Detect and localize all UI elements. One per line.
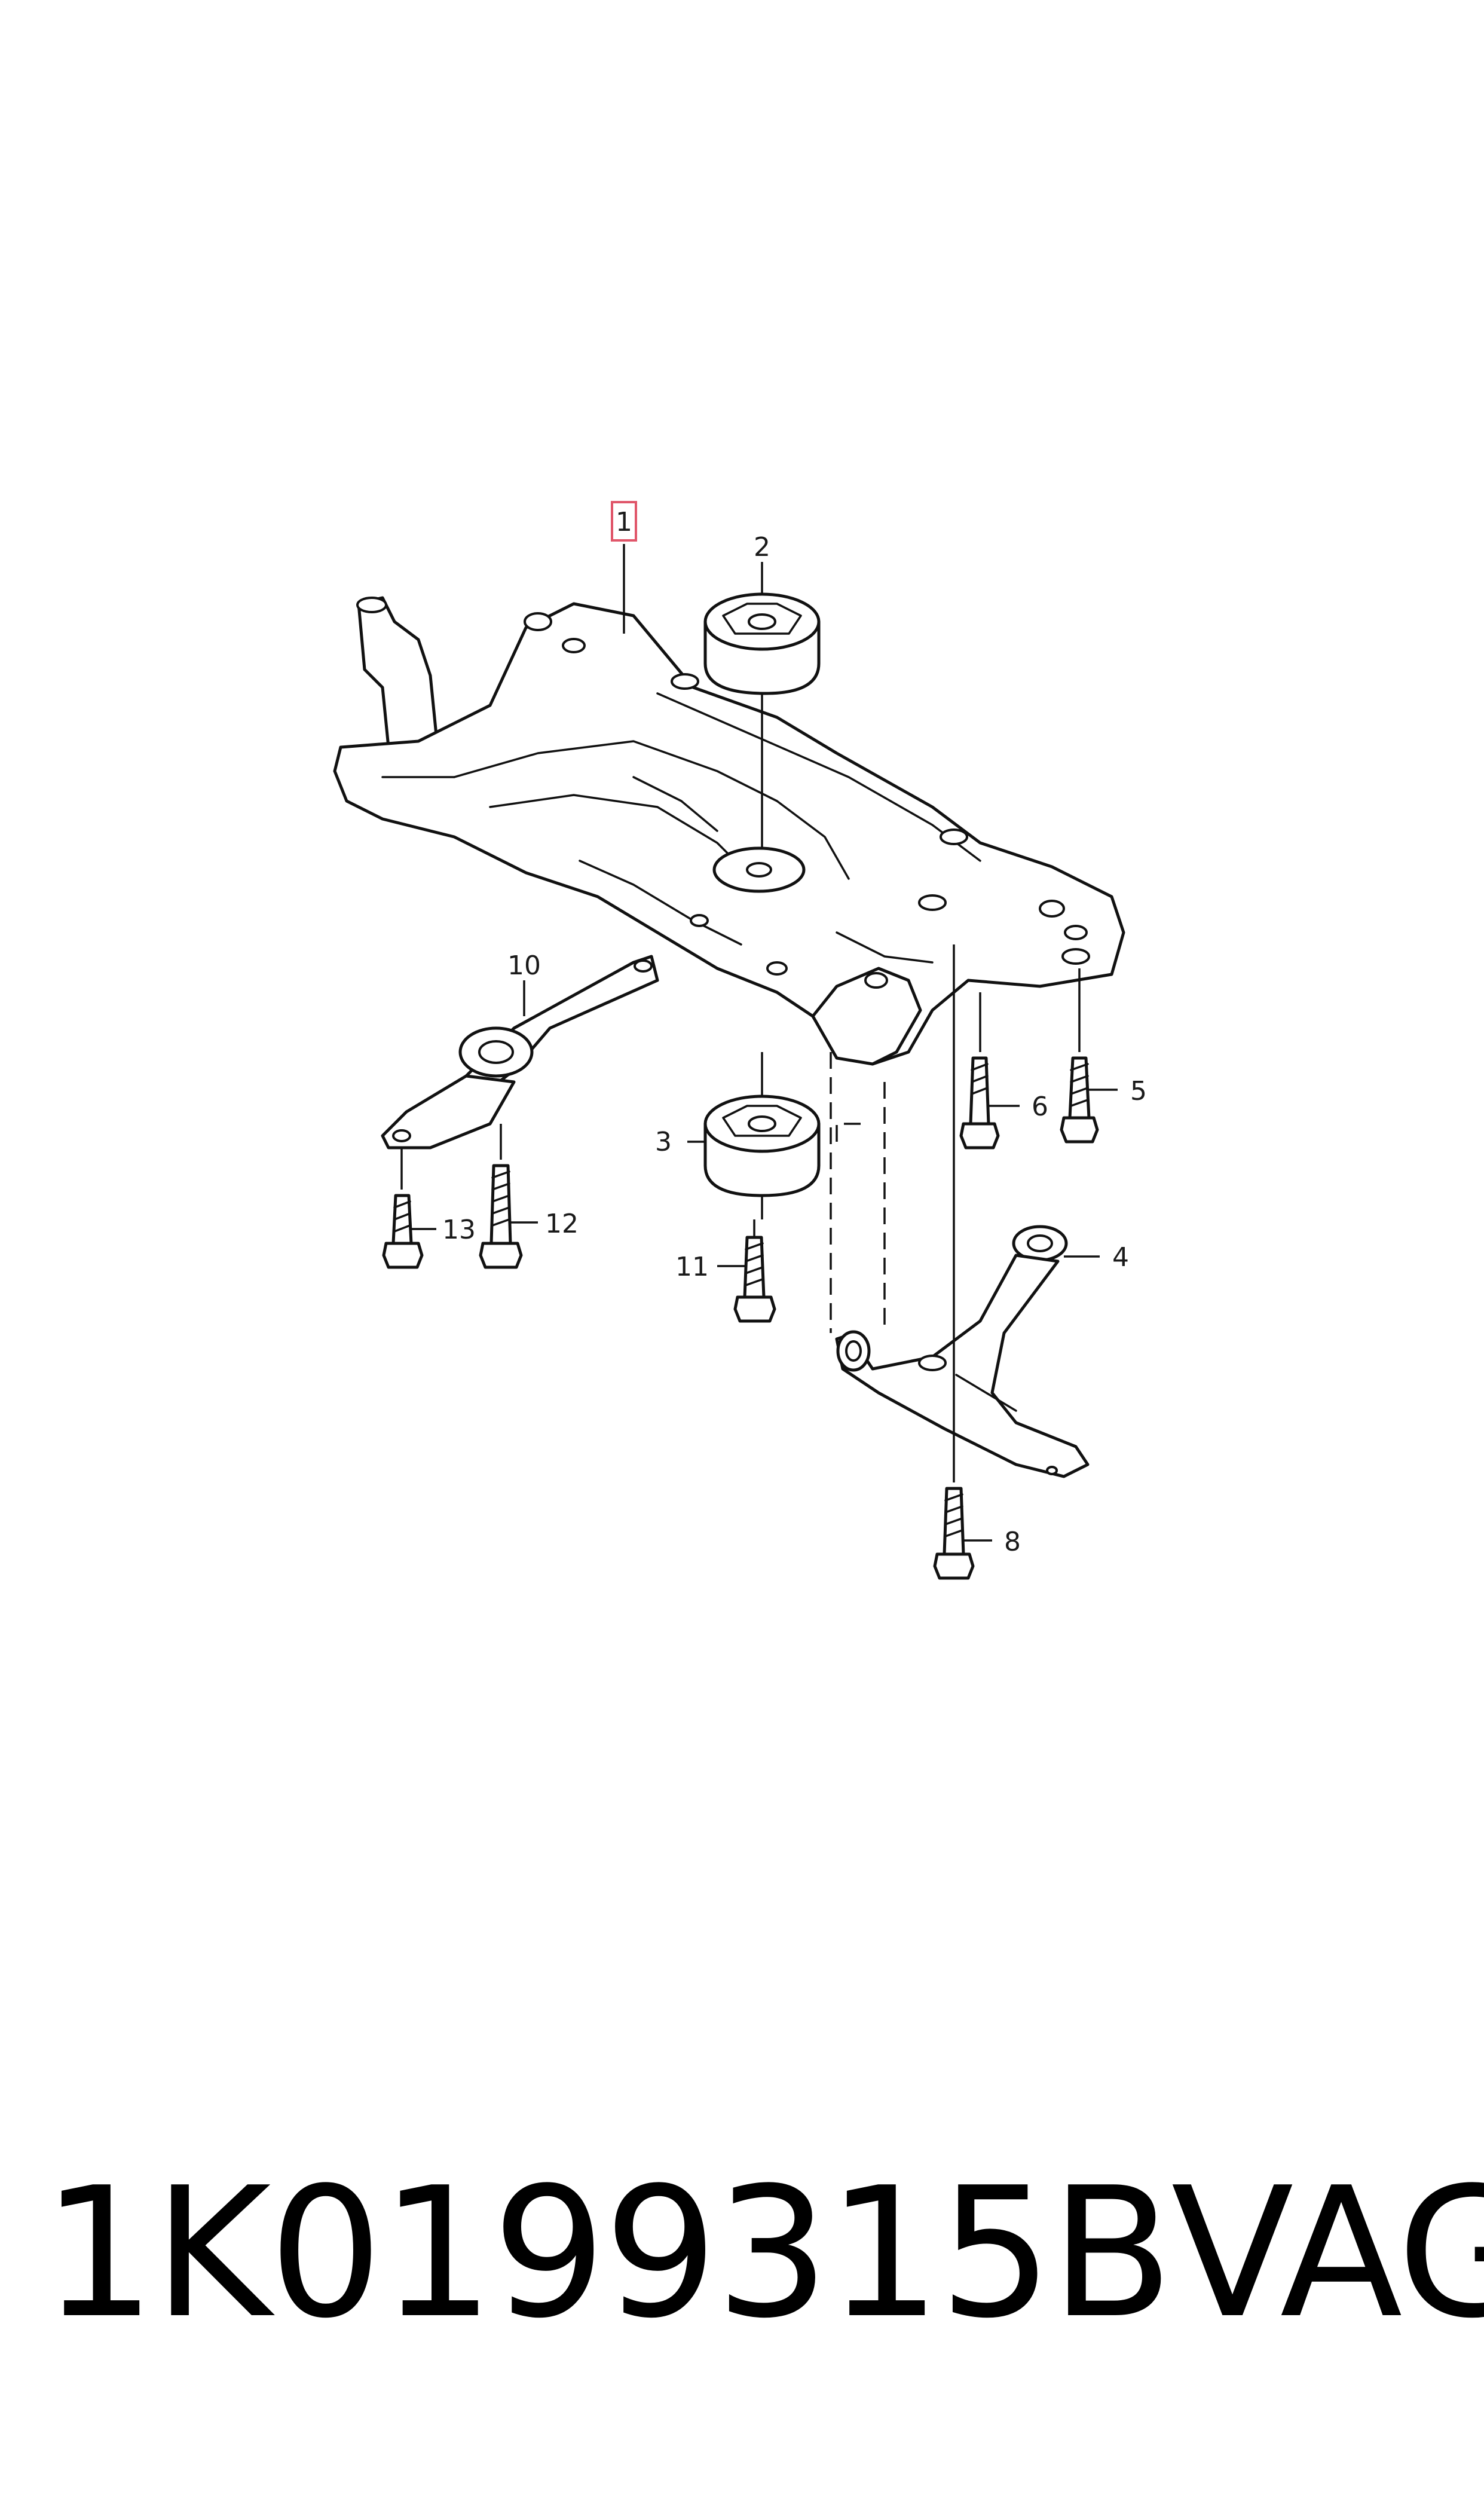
callout-3-label: 3 bbox=[655, 1127, 672, 1157]
callout-12-label: 12 bbox=[545, 1209, 579, 1239]
callout-4-label: 4 bbox=[1112, 1242, 1129, 1273]
callout-6-label: 6 bbox=[1032, 1092, 1048, 1122]
subframe-part-1 bbox=[333, 596, 1125, 1066]
callout-1-highlight-box bbox=[611, 501, 637, 542]
bolt-part-13 bbox=[382, 1148, 424, 1269]
bolt-part-5 bbox=[1060, 968, 1099, 1144]
mount-bushing-part-2 bbox=[703, 592, 821, 695]
bushing-seat bbox=[712, 846, 806, 893]
subframe-exploded-diagram: 1 2 3 4 5 6 8 10 11 12 13 bbox=[333, 501, 1147, 1580]
callout-5-label: 5 bbox=[1130, 1076, 1147, 1106]
callout-1-label: 1 bbox=[616, 507, 632, 537]
part-number: 1K0199315B bbox=[42, 2149, 1173, 2358]
control-arm-part-4 bbox=[835, 1225, 1090, 1478]
callout-10-label: 10 bbox=[507, 950, 541, 981]
bolt-part-12 bbox=[479, 1124, 523, 1269]
callout-13-label: 13 bbox=[442, 1215, 476, 1245]
torque-arm-part-10 bbox=[381, 955, 659, 1150]
mount-bushing-part-3 bbox=[703, 1095, 821, 1197]
callout-2-label: 2 bbox=[754, 532, 770, 562]
bolt-part-8 bbox=[933, 944, 975, 1580]
brand-name: VAG bbox=[1171, 2149, 1484, 2358]
bolt-part-11 bbox=[733, 1219, 776, 1323]
bolt-part-6 bbox=[959, 992, 1000, 1150]
callout-8-label: 8 bbox=[1004, 1527, 1021, 1557]
callout-1: 1 bbox=[611, 501, 637, 542]
callout-11-label: 11 bbox=[675, 1252, 709, 1282]
footer-caption: 1K0199315B VAG bbox=[42, 2128, 1484, 2379]
